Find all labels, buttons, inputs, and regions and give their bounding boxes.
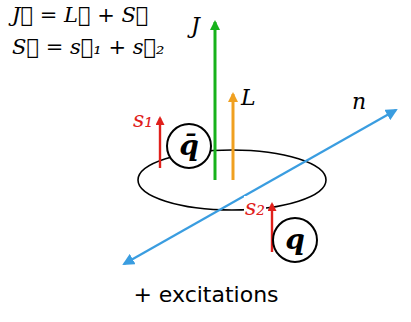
antiquark-circle: q̄ (166, 123, 212, 169)
particle-symbol: q (285, 226, 305, 254)
caption-note: + excitations (133, 283, 278, 307)
particle-symbol: q̄ (179, 132, 199, 160)
equation: S⃗ = s⃗₁ + s⃗₂ (12, 36, 164, 59)
vector-label: J (191, 14, 200, 38)
j-vector (214, 22, 217, 180)
axis-label: n (352, 90, 366, 114)
l-vector (232, 94, 235, 180)
equation: J⃗ = L⃗ + S⃗ (12, 4, 148, 27)
spin-vector (159, 118, 161, 168)
quark-circle: q (272, 217, 318, 263)
spin-label: s₁ (132, 108, 154, 132)
spin-label: s₂ (244, 196, 266, 220)
axis-n (124, 110, 396, 264)
vector-label: L (241, 86, 256, 110)
